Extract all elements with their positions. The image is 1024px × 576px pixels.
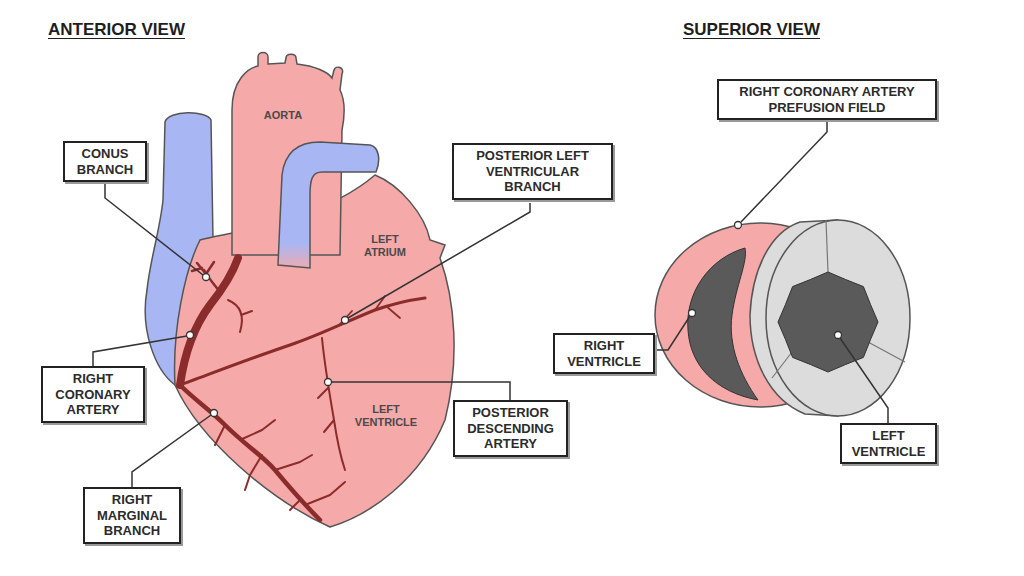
anatomy-label: AORTA — [243, 109, 323, 122]
callout-text: RIGHT MARGINAL BRANCH — [91, 492, 173, 539]
right-ventricle-cavity — [688, 248, 758, 400]
callout-text: RIGHT VENTRICLE — [561, 338, 647, 369]
anatomy-label: LEFT VENTRICLE — [350, 403, 422, 429]
callout-text: POSTERIOR DESCENDING ARTERY — [461, 405, 560, 452]
callout-text: RIGHT CORONARY ARTERY PREFUSION FIELD — [725, 84, 929, 115]
pulmonary-trunk — [278, 142, 379, 268]
left-ventricle-wall — [766, 220, 910, 416]
callout-box: POSTERIOR DESCENDING ARTERY — [453, 400, 568, 457]
callout-text: LEFT VENTRICLE — [848, 428, 929, 459]
callout-box: LEFT VENTRICLE — [840, 423, 937, 464]
callout-box: RIGHT CORONARY ARTERY — [41, 366, 145, 423]
view-heading: SUPERIOR VIEW — [683, 20, 820, 40]
callout-box: RIGHT VENTRICLE — [553, 333, 655, 374]
leader-dots — [187, 222, 842, 417]
callout-text: CONUS BRANCH — [71, 146, 139, 177]
wall-segment-lines — [772, 220, 905, 378]
callout-text: POSTERIOR LEFT VENTRICULAR BRANCH — [460, 148, 605, 195]
leader-lines — [93, 120, 888, 487]
callout-box: RIGHT CORONARY ARTERY PREFUSION FIELD — [717, 79, 937, 120]
callout-box: POSTERIOR LEFT VENTRICULAR BRANCH — [452, 143, 613, 200]
callout-text: RIGHT CORONARY ARTERY — [49, 371, 137, 418]
left-ventricle-cavity — [778, 272, 878, 372]
coronary-arteries — [180, 258, 425, 520]
view-heading: ANTERIOR VIEW — [48, 20, 185, 40]
callout-box: RIGHT MARGINAL BRANCH — [83, 487, 181, 544]
callout-box: CONUS BRANCH — [63, 141, 147, 182]
anatomy-label: LEFT ATRIUM — [355, 233, 415, 259]
